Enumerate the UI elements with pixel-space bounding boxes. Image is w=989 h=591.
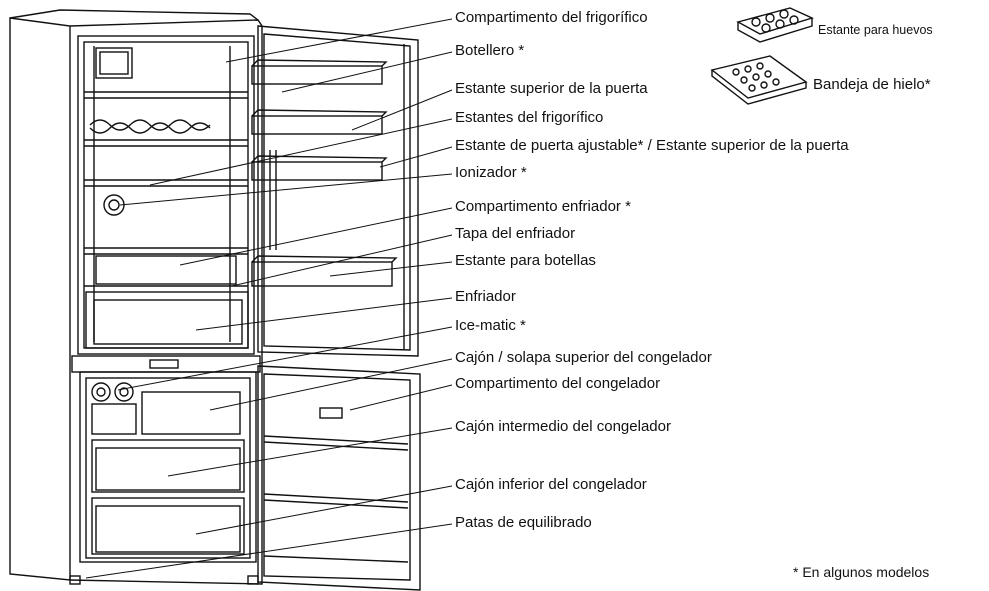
label-enfriador: Enfriador (455, 288, 516, 305)
label-bandeja-hielo: Bandeja de hielo* (813, 76, 931, 93)
label-estante-huevos: Estante para huevos (818, 23, 933, 37)
label-compartimento-frigorifico: Compartimento del frigorífico (455, 9, 648, 26)
label-estante-superior-puerta: Estante superior de la puerta (455, 80, 648, 97)
label-patas-equilibrado: Patas de equilibrado (455, 514, 592, 531)
freezer-door (257, 365, 421, 591)
label-cajon-inferior: Cajón inferior del congelador (455, 476, 647, 493)
label-compartimento-congelador: Compartimento del congelador (455, 375, 661, 392)
leader-lines (85, 18, 453, 579)
label-estante-botellas: Estante para botellas (455, 252, 596, 269)
ice-tray-icon (710, 55, 808, 105)
label-cajon-solapa-superior: Cajón / solapa superior del congelador (455, 349, 712, 366)
fridge-cabinet (9, 9, 263, 585)
label-botellero: Botellero * (455, 42, 525, 59)
egg-tray-icon (736, 7, 814, 43)
label-ice-matic: Ice-matic * (455, 317, 526, 334)
label-ionizador: Ionizador * (455, 164, 527, 181)
label-estantes-frigorifico: Estantes del frigorífico (455, 109, 604, 126)
label-estante-puerta-ajustable: Estante de puerta ajustable* / Estante s… (455, 137, 849, 154)
label-tapa-enfriador: Tapa del enfriador (455, 225, 576, 242)
fridge-door (251, 25, 419, 357)
footnote: * En algunos modelos (793, 564, 930, 580)
label-compartimento-enfriador: Compartimento enfriador * (455, 198, 631, 215)
label-cajon-intermedio: Cajón intermedio del congelador (455, 418, 671, 435)
